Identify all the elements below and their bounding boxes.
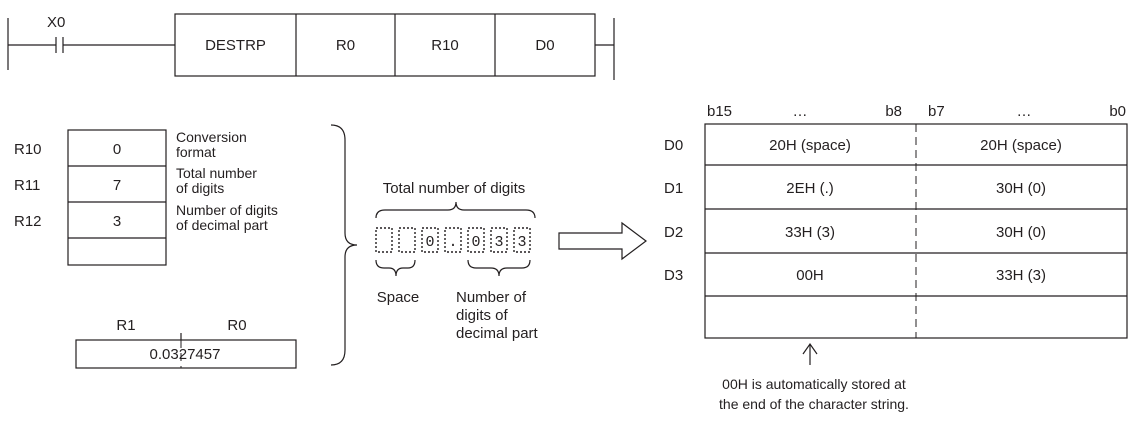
device-label: R11 xyxy=(14,177,40,194)
source-real-value: 0.0327457 xyxy=(150,346,221,363)
settings-box xyxy=(67,129,167,266)
device-label: D0 xyxy=(664,137,683,154)
null-terminator-note: the end of the character string. xyxy=(719,396,909,412)
operand-s: R0 xyxy=(336,37,355,54)
char-cell xyxy=(444,227,462,253)
instruction-block xyxy=(174,13,596,77)
register-desc: Number of digits xyxy=(176,202,278,218)
low-byte: 20H (space) xyxy=(980,137,1062,154)
register-desc: of decimal part xyxy=(176,217,268,233)
bit-label: … xyxy=(1017,103,1032,120)
decimal-label: Number of xyxy=(456,289,527,306)
register-value: 3 xyxy=(113,213,121,230)
source-value: R1 R0 0.0327457 xyxy=(75,317,297,369)
device-label: R12 xyxy=(14,213,42,230)
ladder-rung: X0 DESTRP R0 R10 D0 xyxy=(7,13,615,80)
result-table: b15 … b8 b7 … b0 D0 20H (space) 20H (spa… xyxy=(664,103,1128,412)
register-value: 0 xyxy=(113,141,121,158)
high-byte: 33H (3) xyxy=(785,224,835,241)
low-byte: 30H (0) xyxy=(996,224,1046,241)
decimal-label: decimal part xyxy=(456,325,539,342)
char-glyph: 3 xyxy=(494,234,503,251)
device-label: D2 xyxy=(664,224,683,241)
device-label-high: R1 xyxy=(116,317,135,334)
space-label: Space xyxy=(377,289,420,306)
string-illustration: Total number of digits 0 . 0 3 3 Space N… xyxy=(375,180,539,342)
decimal-brace xyxy=(467,259,531,277)
total-digits-brace xyxy=(375,201,536,219)
char-cell xyxy=(398,227,416,253)
char-cell xyxy=(375,227,393,253)
device-label: R10 xyxy=(14,141,42,158)
register-value: 7 xyxy=(113,177,121,194)
total-digits-label: Total number of digits xyxy=(383,180,526,197)
char-cell xyxy=(490,227,508,253)
device-label-low: R0 xyxy=(227,317,246,334)
register-desc: Total number xyxy=(176,165,257,181)
bit-label: b0 xyxy=(1109,103,1126,120)
device-label: D3 xyxy=(664,267,683,284)
bit-label: b7 xyxy=(928,103,945,120)
char-glyph: . xyxy=(448,234,457,251)
null-pointer-arrowhead xyxy=(802,342,818,355)
device-label: D1 xyxy=(664,180,683,197)
register-desc: of digits xyxy=(176,180,224,196)
bit-label: b8 xyxy=(885,103,902,120)
high-byte: 00H xyxy=(796,267,824,284)
contact-label: X0 xyxy=(47,14,65,31)
low-byte: 30H (0) xyxy=(996,180,1046,197)
operand-s2: R10 xyxy=(431,37,459,54)
source-box xyxy=(75,339,297,369)
char-cell xyxy=(421,227,439,253)
null-terminator-note: 00H is automatically stored at xyxy=(722,376,906,392)
register-desc: Conversion xyxy=(176,129,247,145)
char-cell xyxy=(467,227,485,253)
char-glyph: 3 xyxy=(517,234,526,251)
decimal-label: digits of xyxy=(456,307,509,324)
register-desc: format xyxy=(176,144,216,160)
low-byte: 33H (3) xyxy=(996,267,1046,284)
operand-d: D0 xyxy=(535,37,554,54)
char-glyph: 0 xyxy=(425,234,434,251)
grouping-brace xyxy=(330,124,358,366)
bit-label: … xyxy=(793,103,808,120)
settings-table: R10 0 Conversion format R11 7 Total numb… xyxy=(14,129,278,266)
char-cell xyxy=(513,227,531,253)
high-byte: 20H (space) xyxy=(769,137,851,154)
char-glyph: 0 xyxy=(471,234,480,251)
conversion-arrow xyxy=(558,221,647,261)
space-brace xyxy=(375,259,416,277)
instruction-name: DESTRP xyxy=(205,37,266,54)
bit-label: b15 xyxy=(707,103,732,120)
high-byte: 2EH (.) xyxy=(786,180,834,197)
